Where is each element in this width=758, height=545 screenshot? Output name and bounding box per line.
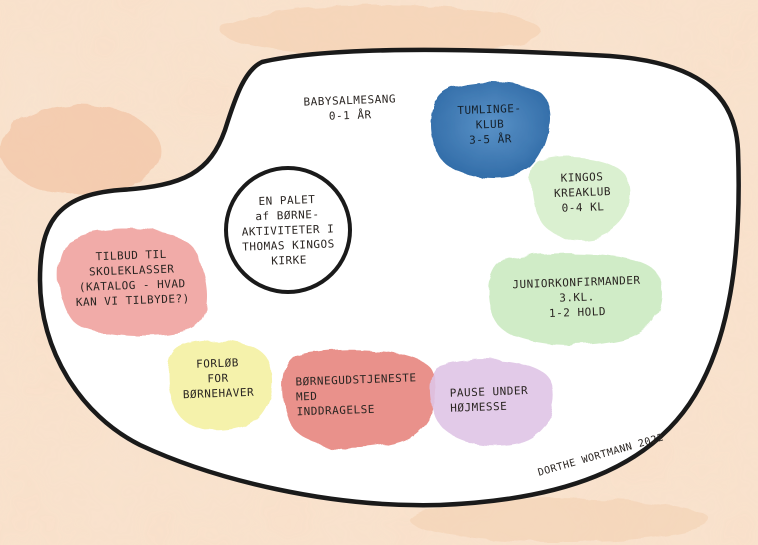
label-tumlingeklub: TUMLINGE- KLUB 3-5 ÅR [457, 101, 522, 147]
label-forloeb-boernehaver: FORLØB FOR BØRNEHAVER [182, 356, 255, 402]
label-kingos-kreaklub: KINGOS KREAKLUB 0-4 KL [553, 170, 612, 215]
blob-tumlingeklub [431, 81, 551, 179]
label-juniorkonfirmander: JUNIORKONFIRMANDER 3.KL. 1-2 HOLD [512, 273, 641, 320]
center-circle [224, 166, 352, 294]
blob-forloeb-boernehaver [168, 340, 273, 431]
label-boernegudstjeneste: BØRNEGUDSTJENESTE MED INDDRAGELSE [295, 371, 417, 419]
blob-juniorkonfirmander [487, 253, 662, 345]
blob-tilbud-skoleklasser [58, 228, 208, 336]
paper-stain-left [0, 105, 160, 195]
label-tilbud-skoleklasser: TILBUD TIL SKOLEKLASSER (KATALOG - HVAD … [75, 247, 190, 309]
blob-kingos-kreaklub [530, 156, 631, 239]
label-babysalmesang: BABYSALMESANG 0-1 ÅR [303, 92, 397, 123]
paper-stain-bottom [410, 498, 710, 542]
label-center: EN PALET af BØRNE- AKTIVITETER I THOMAS … [241, 193, 336, 268]
paper-stain-top [220, 5, 540, 55]
label-pause-hoejmesse: PAUSE UNDER HØJMESSE [449, 384, 529, 415]
blob-boernegudstjeneste [282, 350, 437, 449]
blob-pause-hoejmesse [430, 359, 556, 446]
